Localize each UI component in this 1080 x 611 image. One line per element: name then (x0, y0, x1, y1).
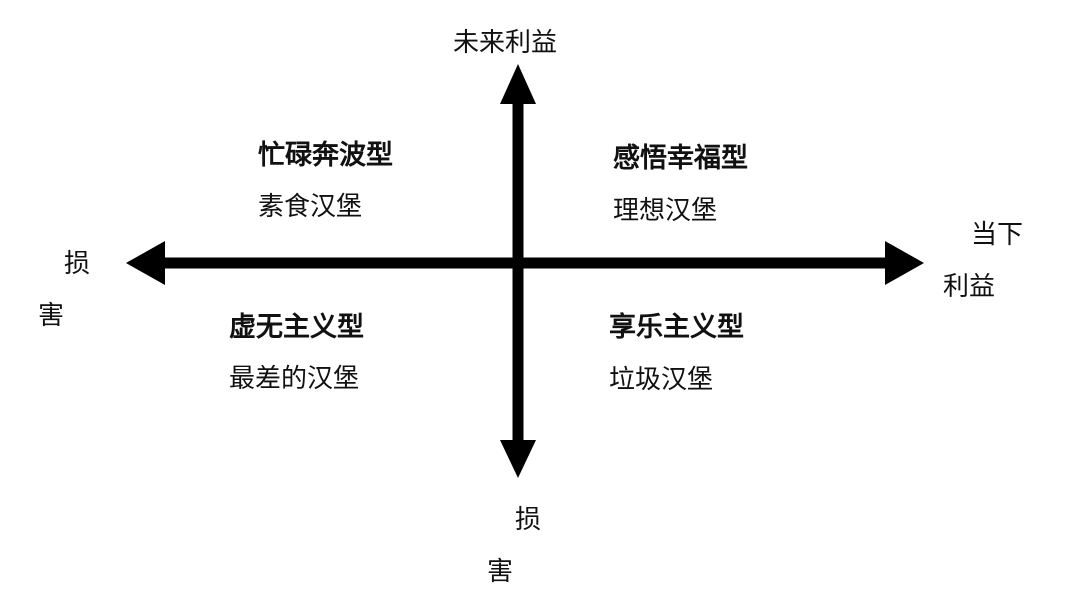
quadrant-top-left-subtitle: 素食汉堡 (258, 192, 363, 222)
quadrant-bottom-left-title: 虚无主义型 (229, 312, 364, 343)
quadrant-bottom-left-subtitle: 最差的汉堡 (229, 364, 360, 394)
quadrant-bottom-right-title: 享乐主义型 (609, 312, 744, 343)
left-axis-label-line1: 损 (64, 249, 91, 279)
bottom-axis-label-line1: 损 (515, 505, 542, 535)
quadrant-top-right-title: 感悟幸福型 (613, 143, 748, 174)
right-axis-label-line1: 当下 (971, 220, 1024, 250)
right-axis-label-line2: 利益 (943, 272, 996, 302)
quadrant-top-right-subtitle: 理想汉堡 (613, 196, 718, 226)
right-arrowhead (885, 241, 924, 285)
top-axis-label: 未来利益 (453, 28, 558, 58)
left-axis-label-line2: 害 (38, 301, 65, 331)
quadrant-top-left-title: 忙碌奔波型 (258, 140, 393, 171)
quadrant-bottom-right-subtitle: 垃圾汉堡 (609, 365, 714, 395)
bottom-arrowhead (500, 440, 536, 478)
bottom-axis-label-line2: 害 (487, 557, 514, 587)
top-arrowhead (500, 64, 536, 104)
left-arrowhead (126, 241, 165, 285)
